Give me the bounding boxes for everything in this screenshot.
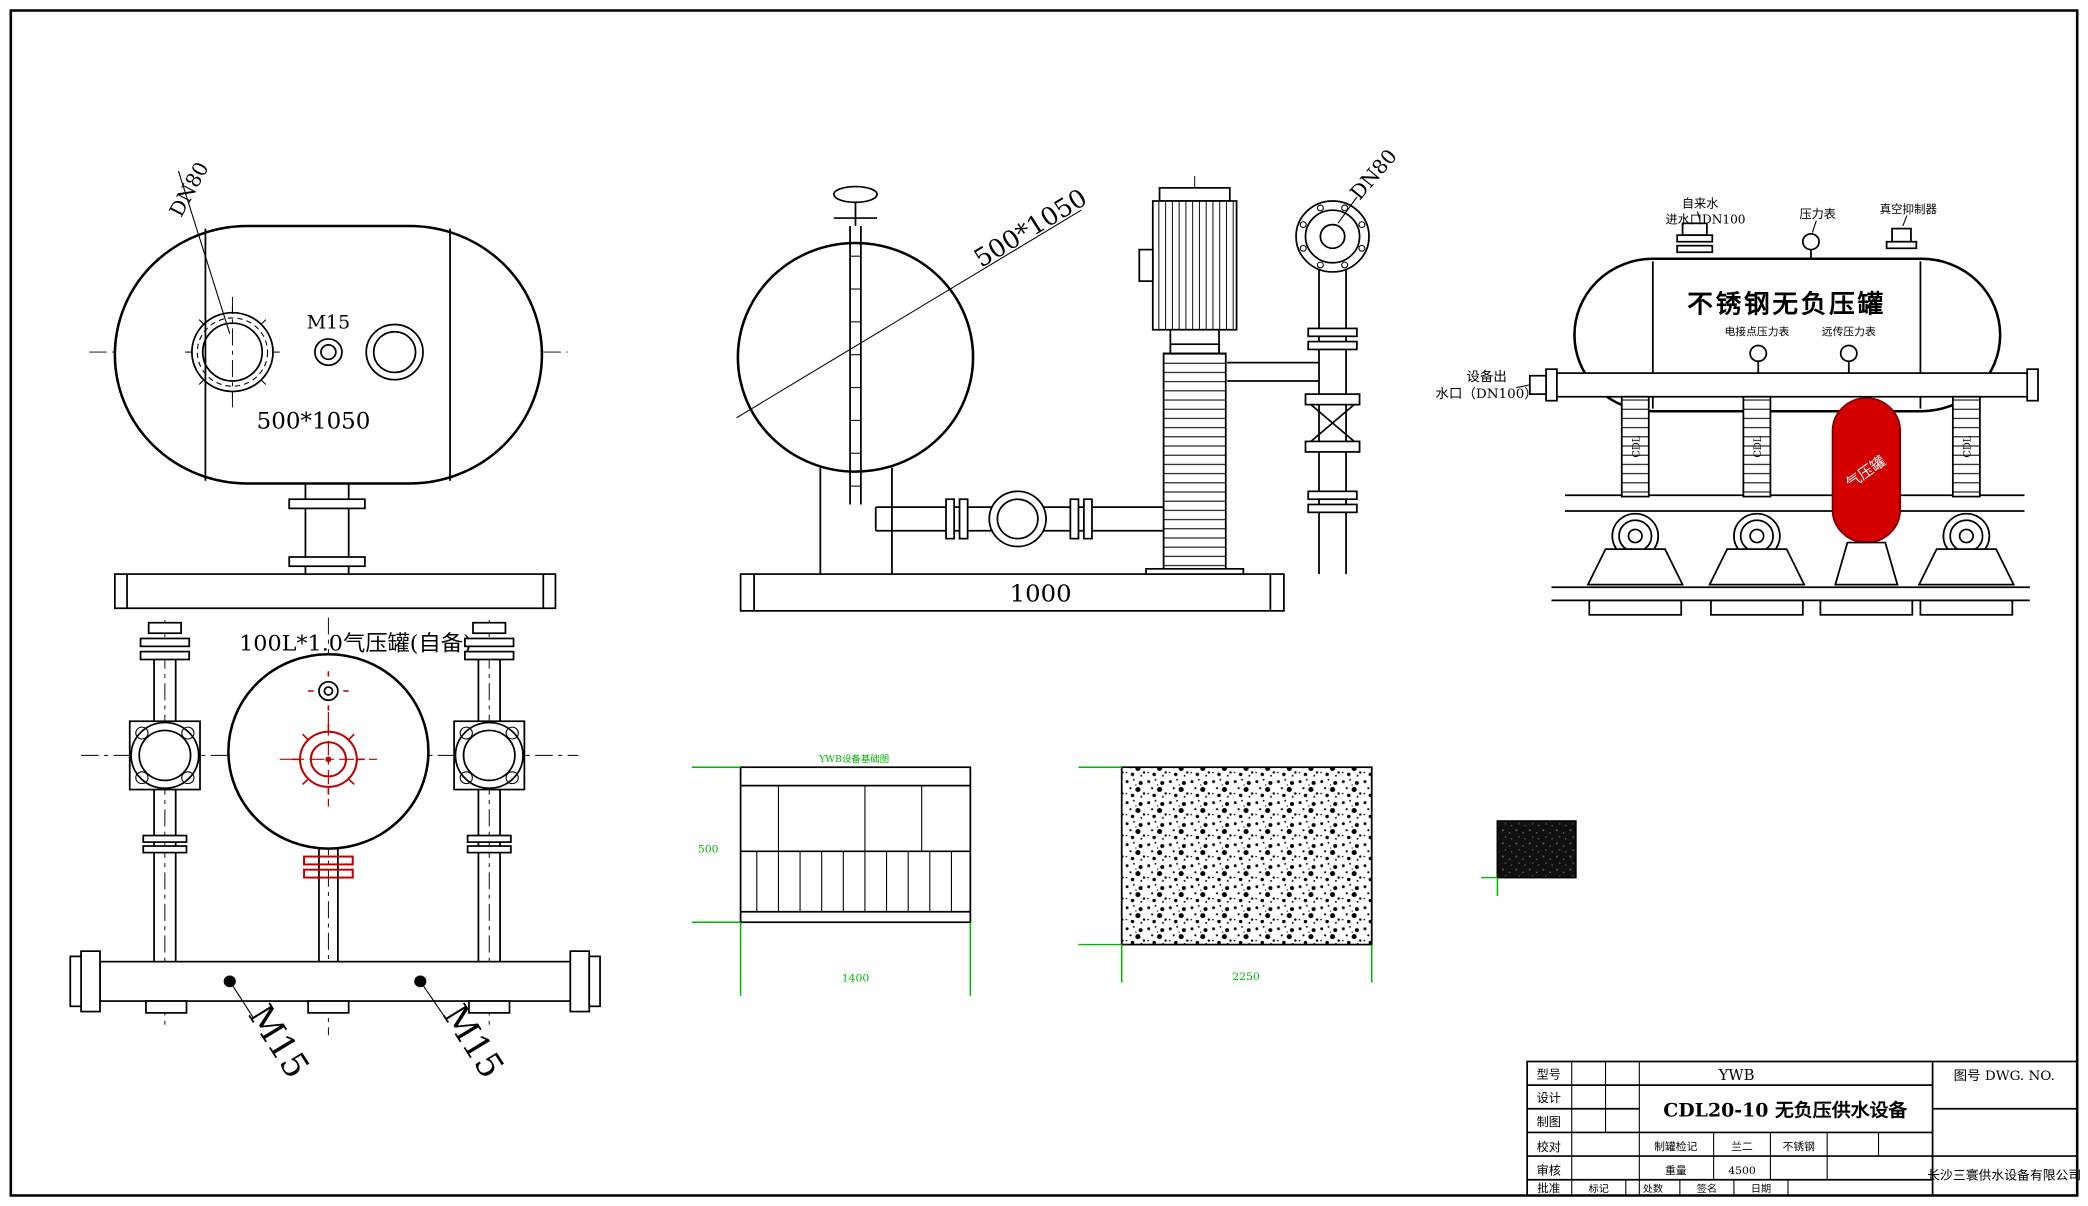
level-gauge: [832, 185, 878, 505]
vertical-pump: [1138, 176, 1245, 589]
top-gauge-label: 压力表: [1799, 207, 1835, 221]
base-frame-detail: YWB设备基础图 500 1400: [691, 753, 972, 996]
vacuum-suppressor: [1885, 215, 1918, 250]
date-label: 日期: [1751, 1183, 1771, 1195]
tank-check-v1: 兰二: [1731, 1140, 1753, 1153]
panel-dim-bottom: 2250: [1232, 970, 1260, 983]
left-valve-stack: [139, 621, 191, 722]
design-label: 设计: [1537, 1091, 1561, 1105]
dn80-flange: [185, 296, 280, 408]
remote-gauge: [1839, 344, 1858, 363]
remote-gauge-label: 远传压力表: [1822, 325, 1876, 338]
dark-chip-detail: [1481, 820, 1577, 896]
plan-view: 100L*1.0气压罐(自备): [69, 617, 601, 1085]
inlet-label-1: 自来水: [1682, 197, 1718, 211]
pump-unit-1: CDL: [1586, 395, 1684, 616]
frame-title: YWB设备基础图: [818, 753, 889, 765]
product-name: CDL20-10 无负压供水设备: [1663, 1100, 1907, 1122]
inlet-label-2: 进水口DN100: [1666, 212, 1746, 226]
center-down-pipe: [303, 848, 354, 962]
material-value: 不锈钢: [1783, 1140, 1815, 1153]
foundation-beam: [113, 573, 557, 610]
title-block: 型号 YWB 图号 DWG. NO. CDL20-10 无负压供水设备 设计 制…: [1526, 1060, 2081, 1197]
stipple-panel-detail: 2250: [1078, 766, 1373, 983]
vacuum-label: 真空抑制器: [1880, 202, 1937, 216]
suction-pipe: [874, 490, 1165, 548]
beam: [1528, 368, 2039, 402]
left-square-flange: [128, 720, 201, 791]
left-down-pipe: [142, 789, 188, 962]
side-view: 500*1050: [736, 144, 1402, 612]
air-pressure-tank: 气压罐: [1819, 397, 1914, 616]
count-label: 处数: [1643, 1182, 1663, 1195]
pump-model-text: CDL: [1962, 435, 1973, 457]
pump-model-text: CDL: [1631, 435, 1642, 457]
sign-label: 签名: [1697, 1182, 1717, 1195]
base-dim-label: 1000: [1010, 580, 1072, 608]
skid-base: [739, 573, 1285, 612]
weight-label: 重量: [1665, 1164, 1687, 1177]
discharge-pipe: [1227, 196, 1370, 575]
manifold-pipe: [69, 950, 601, 1018]
top-gauge: [1801, 220, 1820, 259]
inlet-fitting: [1676, 211, 1714, 254]
pump-unit-3: CDL: [1917, 395, 2016, 616]
contact-gauge-label: 电接点压力表: [1724, 325, 1789, 338]
check-label: 校对: [1537, 1139, 1561, 1154]
tank-pedestal: [288, 483, 366, 575]
right-valve-stack: [464, 621, 515, 722]
contact-gauge: [1749, 344, 1768, 363]
sheet-border: [9, 9, 2079, 1197]
pressure-gauge-symbol: [279, 712, 378, 807]
frame-dim-left: 500: [698, 843, 719, 856]
frame-dim-bottom: 1400: [842, 971, 870, 984]
dn80-leader: [177, 170, 231, 334]
pump-model-text: CDL: [1753, 435, 1764, 457]
audit-label: 审核: [1537, 1163, 1561, 1178]
outlet-label-1: 设备出: [1466, 368, 1507, 385]
m15-label: M15: [307, 313, 350, 334]
draft-label: 制图: [1537, 1115, 1561, 1129]
assembly-view: 不锈钢无负压罐 自来水 进水口DN100 压力表 真空抑制器 电: [1435, 197, 2039, 616]
diagonal-dim-line: [736, 209, 1082, 419]
weight-value: 4500: [1728, 1164, 1756, 1177]
tank-title: 不锈钢无负压罐: [1687, 289, 1886, 319]
right-square-flange: [453, 720, 526, 791]
dwg-no-label: 图号 DWG. NO.: [1954, 1069, 2055, 1084]
m15-port: [314, 338, 343, 367]
approve-label: 批准: [1537, 1181, 1560, 1195]
model-value: YWB: [1718, 1067, 1755, 1084]
side-port: [365, 323, 424, 381]
pump-unit-2: CDL: [1708, 395, 1806, 616]
tank-capacity-label: 100L*1.0气压罐(自备): [239, 632, 472, 657]
outlet-label-2: 水口（DN100）: [1435, 386, 1537, 402]
right-down-pipe: [466, 789, 512, 962]
company-name: 长沙三寰供水设备有限公司: [1927, 1168, 2081, 1183]
model-label: 型号: [1537, 1068, 1561, 1082]
tank-check-label: 制罐检记: [1654, 1140, 1698, 1153]
tank-end-view: [736, 241, 975, 473]
tank-dim-label: 500*1050: [257, 409, 371, 435]
mark-label: 标记: [1589, 1183, 1609, 1195]
